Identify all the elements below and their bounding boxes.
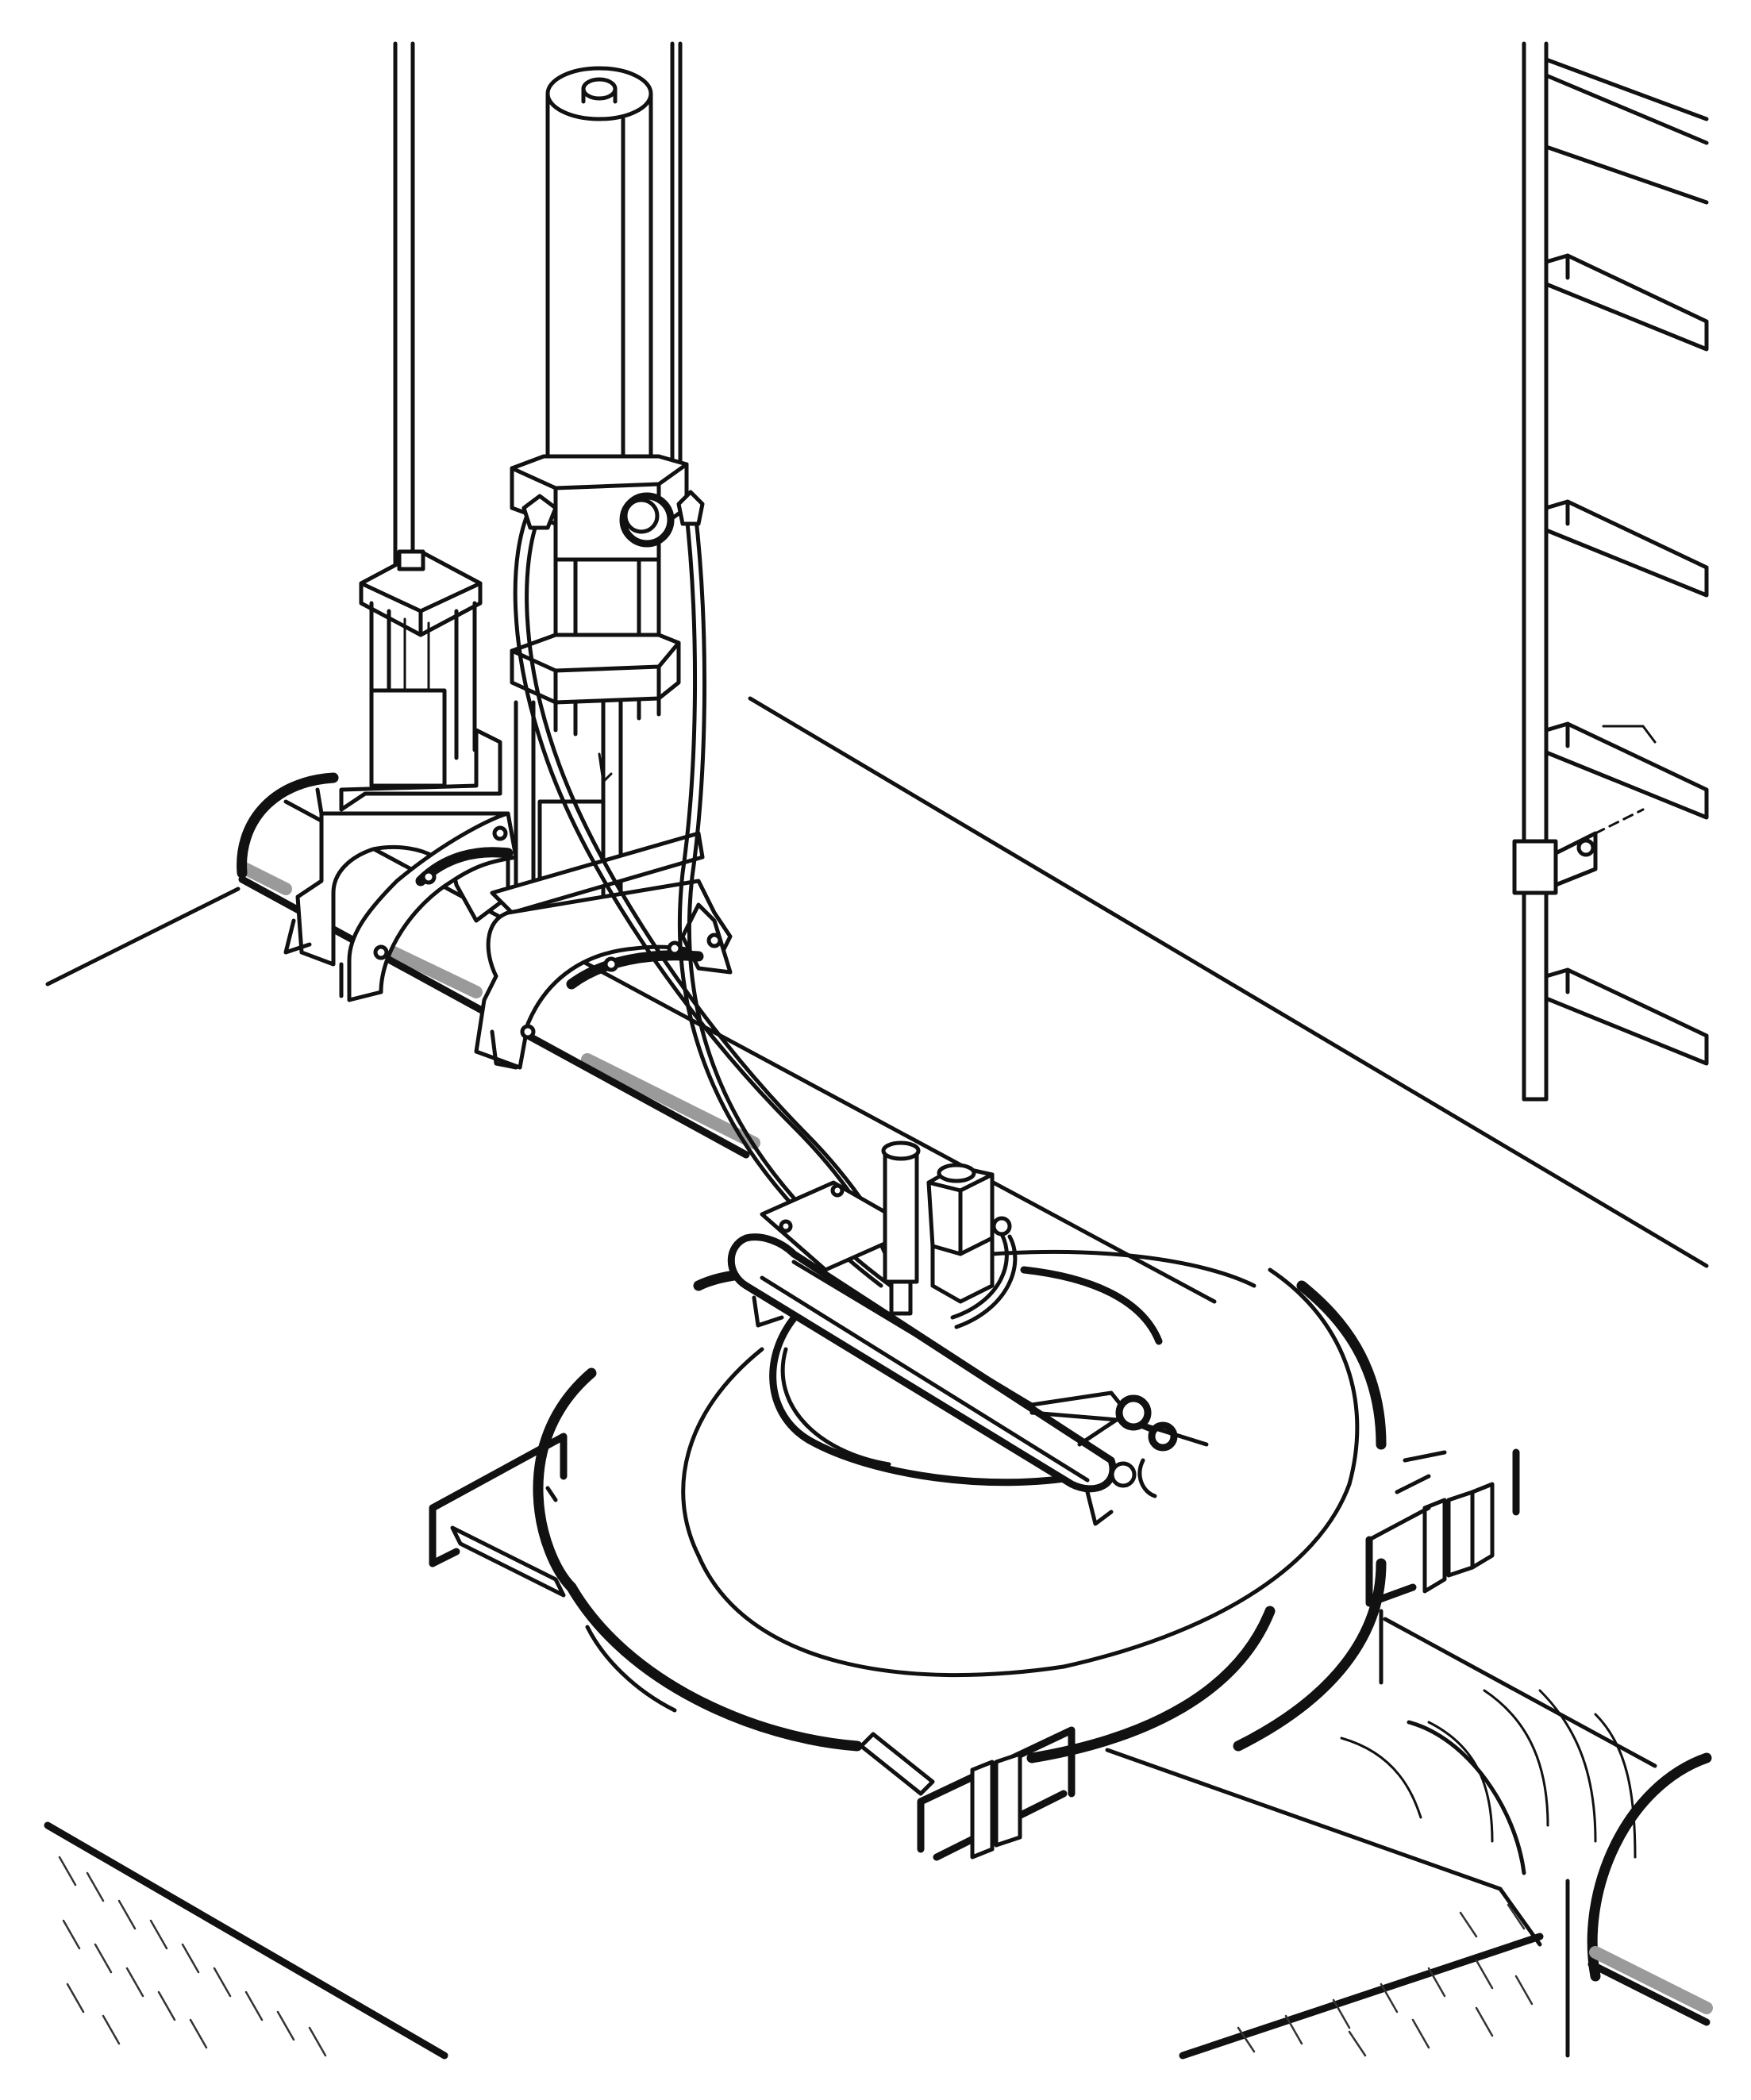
- hose-icon: [513, 490, 907, 1288]
- valve-icon: [283, 41, 518, 1002]
- liquid-hatching: [58, 1856, 1534, 2057]
- pneumatic-cylinder-icon: [474, 41, 733, 1070]
- bracket-icon: [429, 1433, 1520, 1861]
- flange-icon: [533, 1249, 1387, 1763]
- ladder-rungs: [1544, 253, 1709, 1066]
- pipe-icon: [237, 772, 1217, 1304]
- platform-edges: [45, 696, 1709, 1268]
- hatch-icon: [769, 1266, 1163, 1487]
- ladder-icon: [1512, 41, 1709, 1102]
- liquid-icon: [44, 1821, 1544, 2060]
- clamp-icon: [727, 1140, 1209, 1526]
- duct-icon: [1105, 1609, 1713, 2058]
